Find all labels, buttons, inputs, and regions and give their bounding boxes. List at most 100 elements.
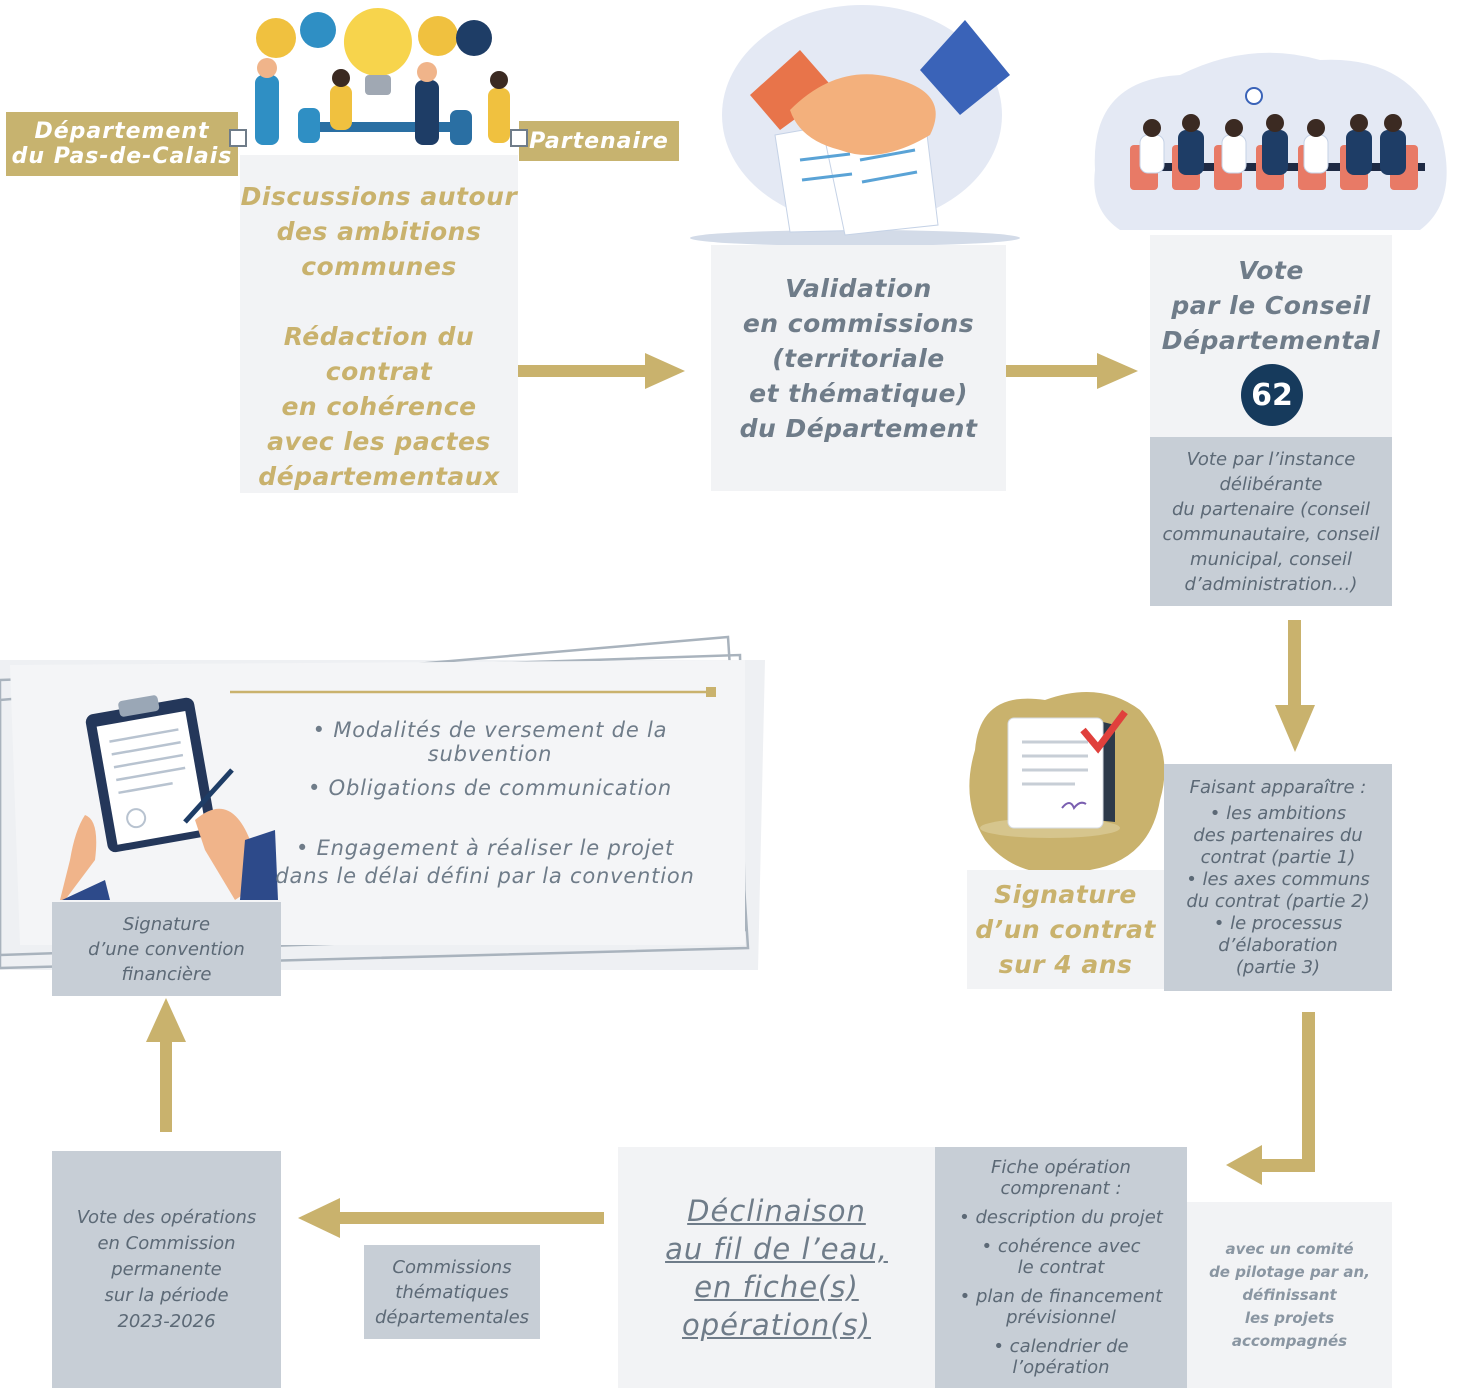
departement-tag-line-2: du Pas-de-Calais — [11, 144, 233, 169]
vote-operations-box: Vote des opérations en Commission perman… — [52, 1151, 281, 1388]
departement-tag: Département du Pas-de-Calais — [6, 112, 238, 176]
vote-operations-text: Vote des opérations en Commission perman… — [77, 1205, 257, 1335]
discussion-text: Discussions autour des ambitions commune… — [241, 179, 518, 284]
fiche-line: le contrat — [1017, 1257, 1105, 1278]
signature-contrat-line: Signature — [994, 880, 1137, 909]
declinaison-line: opération(s) — [682, 1307, 871, 1342]
fiche-operation-box: Fiche opération comprenant : • descripti… — [935, 1147, 1187, 1388]
departement-tag-square — [229, 129, 247, 147]
handshake-illustration — [690, 5, 1020, 246]
commissions-thematiques-text: Commissions thématiques départementales — [375, 1255, 529, 1330]
faisant-line: d’élaboration — [1218, 934, 1338, 956]
signature-contrat-line: d’un contrat — [975, 915, 1156, 944]
validation-line: Validation — [785, 273, 932, 303]
meeting-illustration — [1094, 52, 1447, 231]
comite-line: définissant — [1242, 1285, 1337, 1304]
declinaison-box: Déclinaison au fil de l’eau, en fiche(s)… — [618, 1147, 935, 1388]
vote-operations-line: sur la période — [104, 1284, 229, 1306]
obligations-item: • Obligations de communication — [308, 776, 672, 800]
validation-line: (territoriale — [772, 343, 945, 373]
commissions-thematiques-box: Commissions thématiques départementales — [364, 1245, 540, 1339]
declinaison-line: au fil de l’eau, — [665, 1231, 888, 1266]
engagement-line: dans le délai défini par la convention — [275, 864, 695, 888]
fiche-operation-text: Fiche opération comprenant : • descripti… — [959, 1157, 1163, 1378]
convention-rule-end — [706, 687, 716, 697]
vote-instance-text: Vote par l’instance délibérante du parte… — [1162, 447, 1379, 597]
redaction-line: Rédaction du contrat — [283, 322, 475, 386]
commissions-line: départementales — [374, 1306, 530, 1328]
faisant-apparaitre-text: Faisant apparaître : • les ambitions des… — [1186, 777, 1370, 979]
discussion-line: des ambitions — [276, 217, 482, 246]
fiche-line: prévisionnel — [1006, 1307, 1116, 1328]
comite-line: avec un comité — [1225, 1239, 1354, 1258]
discussion-line: communes — [301, 252, 457, 281]
comite-line: les projets — [1244, 1308, 1335, 1327]
vote-instance-box: Vote par l’instance délibérante du parte… — [1150, 437, 1392, 606]
vote-operations-line: Vote des opérations — [76, 1206, 257, 1228]
comite-line: accompagnés — [1231, 1331, 1348, 1350]
fiche-line: • plan de financement — [959, 1286, 1163, 1307]
convention-line: financière — [121, 963, 212, 985]
faisant-apparaitre-box: Faisant apparaître : • les ambitions des… — [1164, 764, 1392, 991]
vote-instance-line: d’administration…) — [1184, 573, 1358, 595]
comite-pilotage-text: avec un comité de pilotage par an, défin… — [1209, 1238, 1370, 1353]
vote-conseil-line: Vote — [1238, 256, 1304, 285]
partenaire-tag: Partenaire — [519, 121, 679, 161]
validation-line: en commissions — [742, 308, 975, 338]
faisant-line: Faisant apparaître : — [1189, 776, 1367, 798]
validation-line: du Département — [739, 413, 978, 443]
vote-instance-line: délibérante — [1219, 473, 1323, 495]
modalites-item: • Modalités de versement de la subventio… — [312, 718, 668, 766]
departement-tag-line-1: Département — [34, 119, 210, 144]
faisant-line: (partie 3) — [1235, 956, 1321, 978]
engagement-line: • Engagement à réaliser le projet — [295, 836, 675, 860]
fiche-line: • cohérence avec — [981, 1236, 1141, 1257]
faisant-line: • les ambitions — [1209, 802, 1347, 824]
fiche-line: comprenant : — [1000, 1178, 1122, 1199]
faisant-line: contrat (partie 1) — [1200, 846, 1356, 868]
discussion-line: Discussions autour — [240, 182, 518, 211]
vote-conseil-box: Vote par le Conseil Départemental — [1150, 235, 1392, 437]
comite-pilotage-box: avec un comité de pilotage par an, défin… — [1187, 1202, 1392, 1388]
redaction-text: Rédaction du contrat en cohérence avec l… — [240, 319, 518, 494]
validation-line: et thématique) — [749, 378, 968, 408]
faisant-line: du contrat (partie 2) — [1186, 890, 1370, 912]
commissions-line: Commissions — [392, 1256, 512, 1278]
convention-financiere-box: Signature d’une convention financière — [52, 902, 281, 996]
partenaire-tag-label: Partenaire — [529, 128, 669, 154]
signature-contrat-line: sur 4 ans — [998, 950, 1133, 979]
convention-line: Signature — [122, 913, 211, 935]
faisant-line: • le processus — [1213, 912, 1343, 934]
discussion-redaction-box: Discussions autour des ambitions commune… — [240, 155, 518, 493]
signature-contrat-box: Signature d’un contrat sur 4 ans — [967, 870, 1164, 989]
clipboard-illustration — [60, 695, 278, 900]
vote-conseil-line: Départemental — [1161, 326, 1381, 355]
vote-instance-line: municipal, conseil — [1190, 548, 1352, 570]
vote-conseil-line: par le Conseil — [1171, 291, 1371, 320]
contract-illustration — [969, 692, 1165, 874]
faisant-line: des partenaires du — [1193, 824, 1363, 846]
engagement-item: • Engagement à réaliser le projet dans l… — [250, 834, 720, 890]
fiche-line: l’opération — [1012, 1357, 1110, 1378]
fiche-line: • calendrier de — [993, 1336, 1129, 1357]
vote-instance-line: du partenaire (conseil — [1172, 498, 1370, 520]
redaction-line: avec les pactes — [267, 427, 491, 456]
faisant-line: • les axes communs — [1186, 868, 1370, 890]
declinaison-line: Déclinaison — [687, 1193, 866, 1228]
vote-operations-line: 2023-2026 — [117, 1310, 216, 1332]
fiche-line: Fiche opération — [991, 1157, 1131, 1178]
vote-instance-line: communautaire, conseil — [1162, 523, 1380, 545]
comite-line: de pilotage par an, — [1209, 1262, 1370, 1281]
commissions-line: thématiques — [395, 1281, 509, 1303]
team-brainstorm-illustration — [255, 8, 510, 145]
redaction-line: départementaux — [258, 462, 500, 491]
vote-operations-line: permanente — [111, 1258, 222, 1280]
convention-line: d’une convention — [88, 938, 245, 960]
redaction-line: en cohérence — [281, 392, 477, 421]
signature-contrat-text: Signature d’un contrat sur 4 ans — [975, 877, 1156, 982]
vote-conseil-text: Vote par le Conseil Départemental — [1162, 253, 1380, 358]
validation-text: Validation en commissions (territoriale … — [740, 271, 978, 446]
fiche-line: • description du projet — [959, 1207, 1163, 1228]
pas-de-calais-62-badge: 62 — [1241, 364, 1303, 426]
